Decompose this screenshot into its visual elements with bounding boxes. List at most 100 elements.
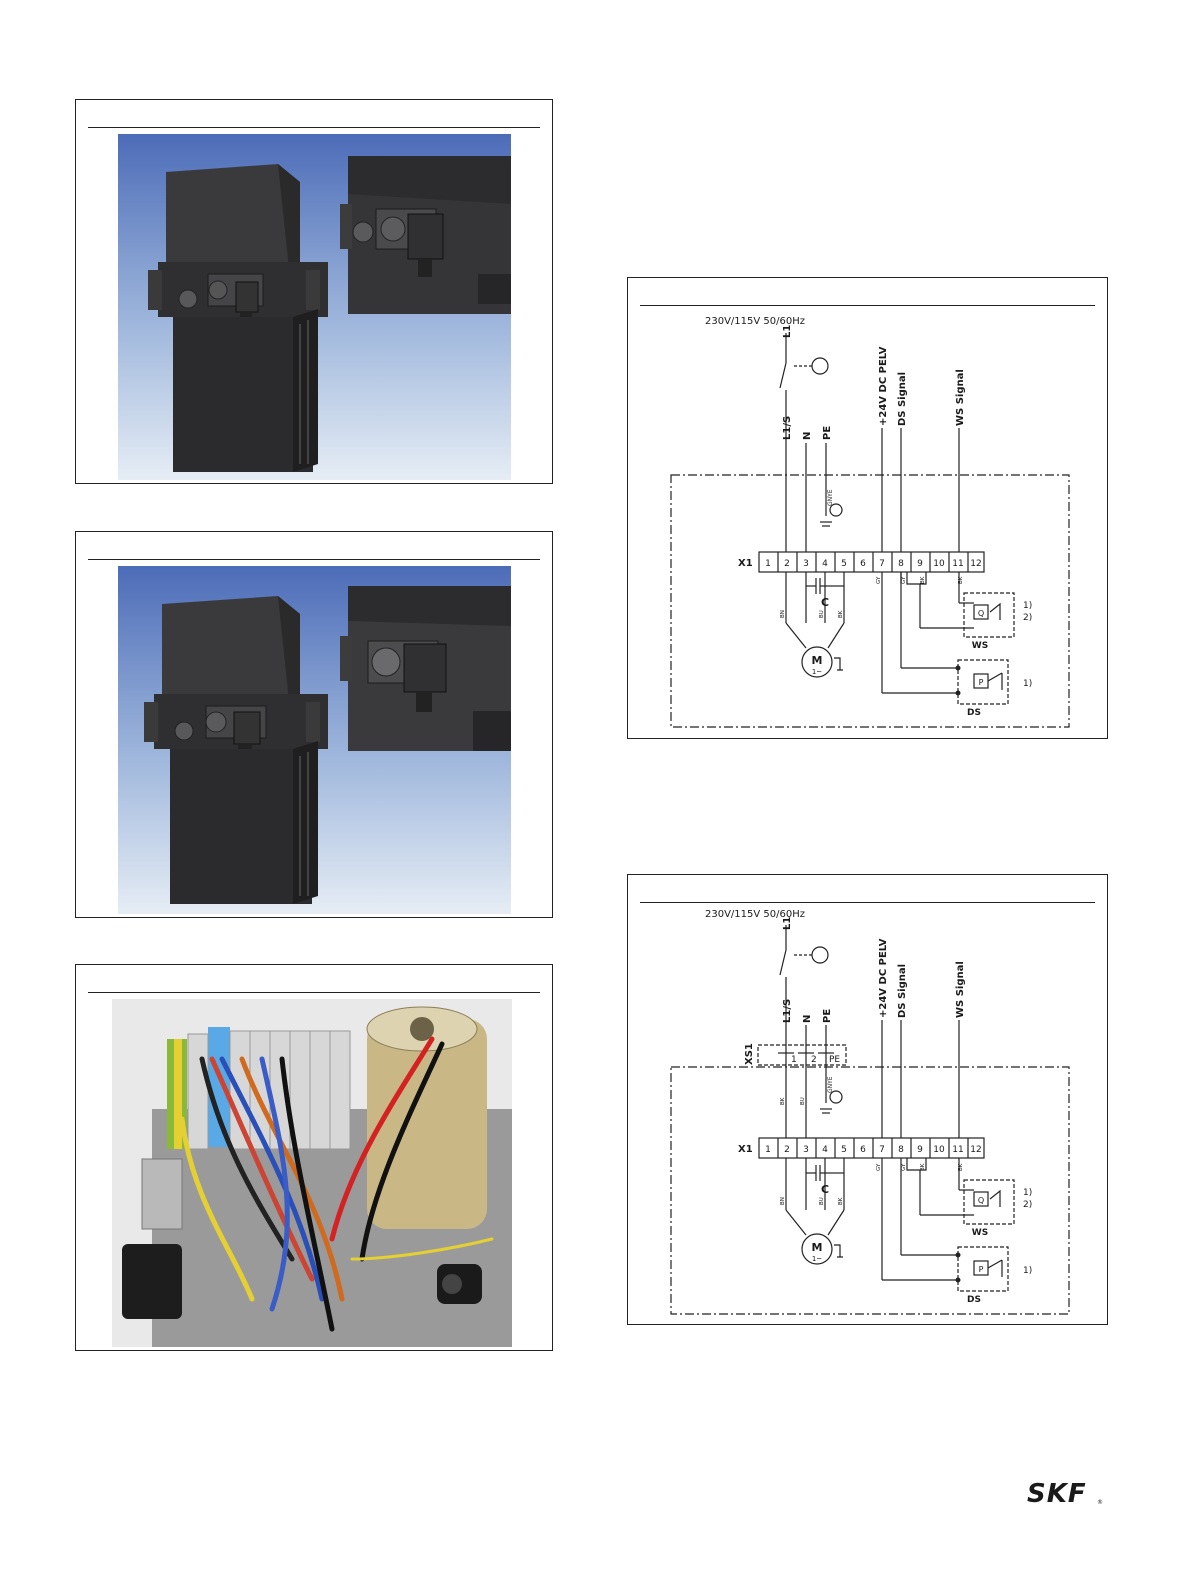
terminal-number: 5 [841,1145,847,1155]
figure-pump-connector-2 [75,531,553,918]
figure-rule [88,559,540,560]
wiring-diagram-2: 230V/115V 50/60Hz L1 L1/S N PE +24V DC P… [627,874,1108,1325]
terminal-number: 12 [970,559,981,569]
terminal-number: 9 [917,559,923,569]
pump-photo-2 [118,566,511,914]
xs1-pin-1: 1 [791,1055,797,1065]
terminal-number: 3 [803,1145,809,1155]
ws-label: WS [972,1228,988,1238]
schematic-2: 230V/115V 50/60Hz L1 L1/S N PE +24V DC P… [670,909,1070,1315]
wire-label: BU [819,610,825,618]
terminal-number: 10 [933,1145,945,1155]
wire-label: BK [920,1163,926,1171]
logo-registered: ® [1097,1499,1103,1506]
terminal-number: 3 [803,559,809,569]
terminal-number: 4 [822,559,828,569]
pump-photo-1 [118,134,511,480]
figure-rule [88,992,540,993]
motor-sub-label: 1~ [812,668,822,676]
wire-label: BK [920,576,926,584]
terminal-number: 5 [841,559,847,569]
logo-text: SKF [1027,1479,1087,1508]
terminal-number: 6 [860,1145,866,1155]
wire-label: BN [780,610,786,618]
terminal-block-label: X1 [738,1144,753,1155]
motor-label: M [812,654,823,667]
terminal-number: 8 [898,559,904,569]
ds-label: DS [967,708,981,718]
terminal-number: 2 [784,1145,790,1155]
pin-ws-signal-label: WS Signal [955,369,966,426]
terminal-number: 10 [933,559,945,569]
ws-label: WS [972,641,988,651]
wire-label: BK [780,1097,786,1105]
pin-ws-signal-label: WS Signal [955,961,966,1018]
wire-label: BK [838,1197,844,1205]
terminal-number: 9 [917,1145,923,1155]
motor-sub-label: 1~ [812,1255,822,1263]
terminal-number: 7 [879,559,885,569]
wire-label: BK [958,576,964,584]
terminal-number: 8 [898,1145,904,1155]
pin-pe-label: PE [822,1009,833,1023]
capacitor-label: C [821,596,829,609]
figure-rule [640,305,1095,306]
pin-24v-label: +24V DC PELV [878,938,889,1018]
supply-label: 230V/115V 50/60Hz [705,316,805,327]
wiring-diagram-1: 230V/115V 50/60Hz L1 L1/S N PE +24V DC P… [627,277,1108,739]
figure-rule [88,127,540,128]
pin-l1-label: L1 [782,325,793,338]
wire-label: BU [819,1197,825,1205]
ds-symbol: P [979,1265,984,1274]
terminal-number: 11 [952,1145,963,1155]
pin-ds-signal-label: DS Signal [897,372,908,426]
note-1: 1) [1023,1188,1032,1198]
note-2: 2) [1023,613,1032,623]
note-1: 1) [1023,679,1032,689]
ws-symbol: Q [978,1196,984,1205]
wire-label: GY [901,1163,907,1171]
gnye-label: GNYE [827,489,834,506]
xs1-pin-pe: PE [829,1055,840,1065]
figure-rule [640,902,1095,903]
wire-label: BK [958,1163,964,1171]
pin-pe-label: PE [822,426,833,440]
note-1: 1) [1023,601,1032,611]
terminal-number: 7 [879,1145,885,1155]
terminal-number: 4 [822,1145,828,1155]
pin-l1-label: L1 [782,917,793,930]
pin-n-label: N [802,1015,813,1023]
pin-l1s-label: L1/S [782,999,793,1023]
gnye-label: GNYE [827,1076,834,1093]
xs1-pin-2: 2 [811,1055,817,1065]
terminal-block-label: X1 [738,558,753,569]
wire-label: GY [876,1163,882,1171]
pin-ds-signal-label: DS Signal [897,964,908,1018]
schematic-1: 230V/115V 50/60Hz L1 L1/S N PE +24V DC P… [670,316,1070,728]
terminal-number: 2 [784,559,790,569]
connector-label: XS1 [744,1043,755,1065]
wire-label: BU [800,1097,806,1105]
wire-label: GY [901,576,907,584]
wire-label: GY [876,576,882,584]
terminal-number: 1 [765,559,771,569]
motor-label: M [812,1241,823,1254]
terminal-number: 12 [970,1145,981,1155]
wire-label: BN [780,1197,786,1205]
figure-pump-connector-1 [75,99,553,484]
note-1: 1) [1023,1266,1032,1276]
pin-l1s-label: L1/S [782,416,793,440]
ws-symbol: Q [978,609,984,618]
wiring-photo [112,999,512,1347]
note-2: 2) [1023,1200,1032,1210]
wire-label: BK [838,610,844,618]
terminal-number: 6 [860,559,866,569]
terminal-number: 1 [765,1145,771,1155]
capacitor-label: C [821,1183,829,1196]
pin-n-label: N [802,432,813,440]
terminal-number: 11 [952,559,963,569]
pin-24v-label: +24V DC PELV [878,346,889,426]
ds-label: DS [967,1295,981,1305]
ds-symbol: P [979,678,984,687]
supply-label: 230V/115V 50/60Hz [705,909,805,920]
